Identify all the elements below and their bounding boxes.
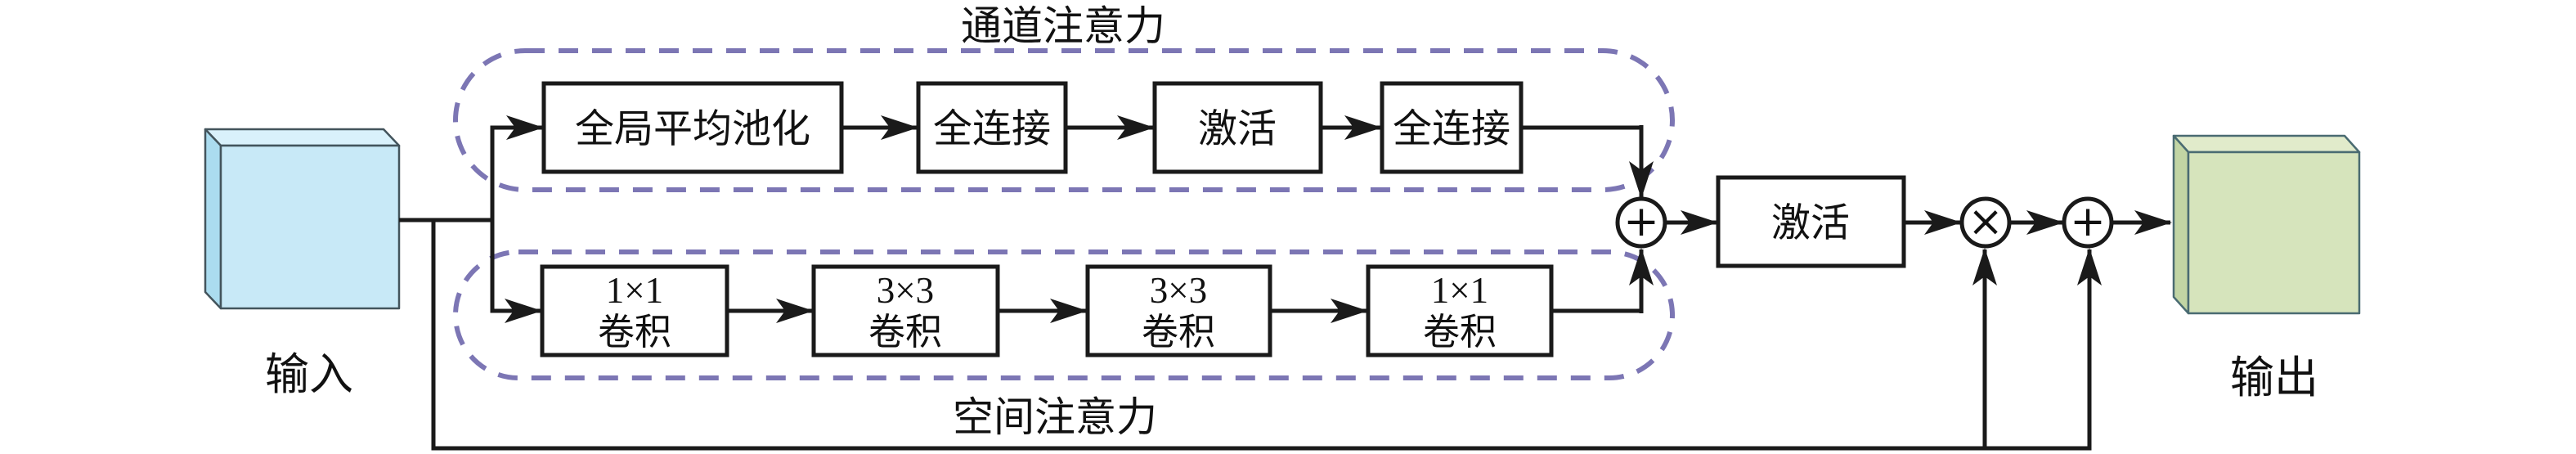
conv3x3-b-label-line1: 3×3: [1150, 270, 1207, 311]
conv1x1-b-label-line1: 1×1: [1431, 270, 1488, 311]
box-fc-1: [916, 81, 1068, 174]
add-node-symbol: +: [1623, 197, 1659, 246]
channel-attention-title: 通道注意力: [961, 3, 1165, 49]
output-cube-front-face: [2187, 151, 2361, 315]
spatial-attention-title: 空间注意力: [953, 394, 1157, 440]
channel-attention-region: [453, 48, 1675, 192]
global-avg-pool-label: 全局平均池化: [575, 108, 810, 151]
input-cube-side-face: [204, 128, 222, 310]
box-activation-main: [1716, 175, 1906, 268]
activation-main-label: 激活: [1771, 202, 1850, 245]
output-cube-top-face: [2172, 134, 2361, 154]
conv3x3-b-label-line2: 卷积: [1142, 312, 1215, 353]
conv1x1-a-label-line1: 1×1: [606, 270, 663, 311]
multiply-node-symbol: ×: [1968, 197, 2004, 246]
conv1x1-b-label-line2: 卷积: [1423, 312, 1497, 353]
spatial-attention-region: [453, 249, 1675, 380]
output-cube-side-face: [2172, 134, 2190, 315]
input-tensor-cube: [204, 128, 401, 310]
residual-add-node-symbol: +: [2070, 197, 2106, 246]
box-conv1x1-b: [1366, 264, 1554, 357]
conv3x3-a-label-line2: 卷积: [868, 312, 942, 353]
conv3x3-a-label-line1: 3×3: [877, 270, 934, 311]
output-tensor-cube: [2172, 134, 2361, 315]
box-conv3x3-b: [1085, 264, 1272, 357]
fc2-label: 全连接: [1393, 108, 1510, 151]
box-activation-channel: [1152, 81, 1323, 174]
box-fc-2: [1380, 81, 1524, 174]
fc1-label: 全连接: [933, 108, 1051, 151]
input-label: 输入: [265, 350, 353, 399]
skip-connection-line: [431, 218, 2102, 451]
channel-activation-label: 激活: [1198, 108, 1277, 151]
output-label: 输出: [2230, 353, 2318, 402]
box-conv1x1-a: [540, 264, 729, 357]
input-branch-line: [399, 125, 495, 313]
input-cube-top-face: [204, 128, 401, 147]
conv1x1-a-label-line2: 卷积: [598, 312, 671, 353]
input-cube-front-face: [219, 144, 401, 310]
